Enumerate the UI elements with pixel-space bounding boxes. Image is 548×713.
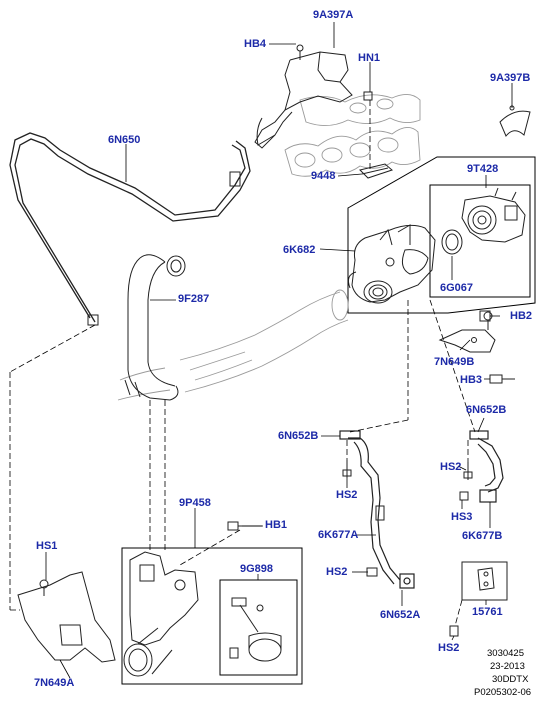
label-9a397a[interactable]: 9A397A <box>313 9 354 21</box>
label-hs3[interactable]: HS3 <box>451 511 473 523</box>
label-hs2-bottom[interactable]: HS2 <box>438 642 460 654</box>
bolt-hb3 <box>489 374 515 384</box>
reference-number: 3030425 <box>487 648 524 659</box>
exhaust-manifold-ghost <box>284 94 421 177</box>
label-15761[interactable]: 15761 <box>472 606 503 618</box>
compressor-inset-box <box>429 184 531 298</box>
label-hs2-lower[interactable]: HS2 <box>326 566 348 578</box>
fastener-hs3 <box>459 491 469 501</box>
intake-duct-ghost <box>117 289 349 401</box>
fastener-hn1 <box>363 91 373 101</box>
label-hs2-right[interactable]: HS2 <box>440 461 462 473</box>
label-6n652b-left[interactable]: 6N652B <box>278 430 319 442</box>
heat-shield-9a397a <box>254 44 353 149</box>
reference-engine: 30DDTX <box>492 674 529 685</box>
actuator-9g898 <box>229 597 282 662</box>
oil-pipe-6k677b <box>469 430 504 503</box>
label-6k677b[interactable]: 6K677B <box>462 530 503 542</box>
label-hs2-left[interactable]: HS2 <box>336 489 358 501</box>
label-6n650[interactable]: 6N650 <box>108 134 141 146</box>
label-7n649a[interactable]: 7N649A <box>34 677 75 689</box>
turbocharger-6k682 <box>348 224 436 304</box>
label-hn1[interactable]: HN1 <box>358 52 381 64</box>
label-6n652b-right[interactable]: 6N652B <box>466 404 507 416</box>
reference-drawing-id: P0205302-06 <box>474 687 532 698</box>
label-6g067[interactable]: 6G067 <box>440 282 474 294</box>
reference-date: 23-2013 <box>490 661 525 672</box>
label-hb3[interactable]: HB3 <box>460 374 483 386</box>
label-6k682[interactable]: 6K682 <box>283 244 316 256</box>
leader-lines <box>45 22 513 679</box>
label-6n652a[interactable]: 6N652A <box>380 609 421 621</box>
heat-shield-9a397b <box>499 105 531 137</box>
fastener-hs2-right <box>463 462 473 480</box>
oil-feed-pipe-6n650 <box>9 132 251 326</box>
oil-pipe-6k677a <box>339 430 415 589</box>
label-hs1[interactable]: HS1 <box>36 540 58 552</box>
actuator-inset-box <box>219 579 298 676</box>
label-hb4[interactable]: HB4 <box>244 38 267 50</box>
label-9a397b[interactable]: 9A397B <box>490 72 531 84</box>
gasket-15761 <box>461 561 508 601</box>
label-6k677a[interactable]: 6K677A <box>318 529 359 541</box>
bracket-7n649b <box>438 311 496 353</box>
alignment-lines <box>9 100 476 627</box>
o-ring-6g067 <box>441 229 463 255</box>
egr-valve-box <box>121 547 303 685</box>
egr-valve-9p458 <box>123 551 199 677</box>
fastener-hs2-left <box>342 460 352 478</box>
hose-9f287 <box>124 254 186 401</box>
gasket-9448 <box>359 163 393 179</box>
compressor-housing-9t428 <box>461 187 526 243</box>
label-9p458[interactable]: 9P458 <box>179 497 211 509</box>
label-hb1[interactable]: HB1 <box>265 519 288 531</box>
bracket-7n649a <box>17 571 116 663</box>
label-9f287[interactable]: 9F287 <box>178 293 210 305</box>
fastener-hs2-bottom <box>449 625 459 637</box>
label-9t428[interactable]: 9T428 <box>467 163 499 175</box>
label-hb2[interactable]: HB2 <box>510 310 533 322</box>
label-7n649b[interactable]: 7N649B <box>434 356 475 368</box>
label-9g898[interactable]: 9G898 <box>240 563 274 575</box>
turbo-group-box <box>347 156 536 314</box>
fastener-hs2-lower <box>366 567 378 577</box>
label-9448[interactable]: 9448 <box>311 170 336 182</box>
